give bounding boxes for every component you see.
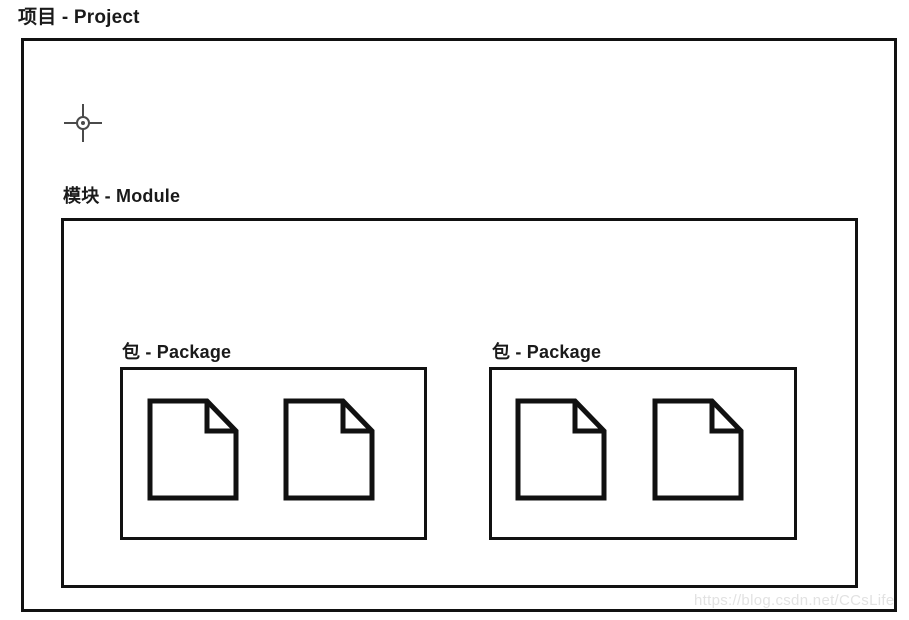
module-label: 模块 - Module [63,186,181,206]
page-title: 项目 - Project [18,7,140,28]
file-document-icon [515,398,607,501]
file-document-icon [147,398,239,501]
crosshair-icon [61,101,105,145]
package-label-2: 包 - Package [492,342,602,362]
file-document-icon [283,398,375,501]
package-label-1: 包 - Package [122,342,232,362]
package-container-2 [489,367,797,540]
project-container [21,38,897,612]
package-container-1 [120,367,427,540]
file-document-icon [652,398,744,501]
module-container [61,218,858,588]
